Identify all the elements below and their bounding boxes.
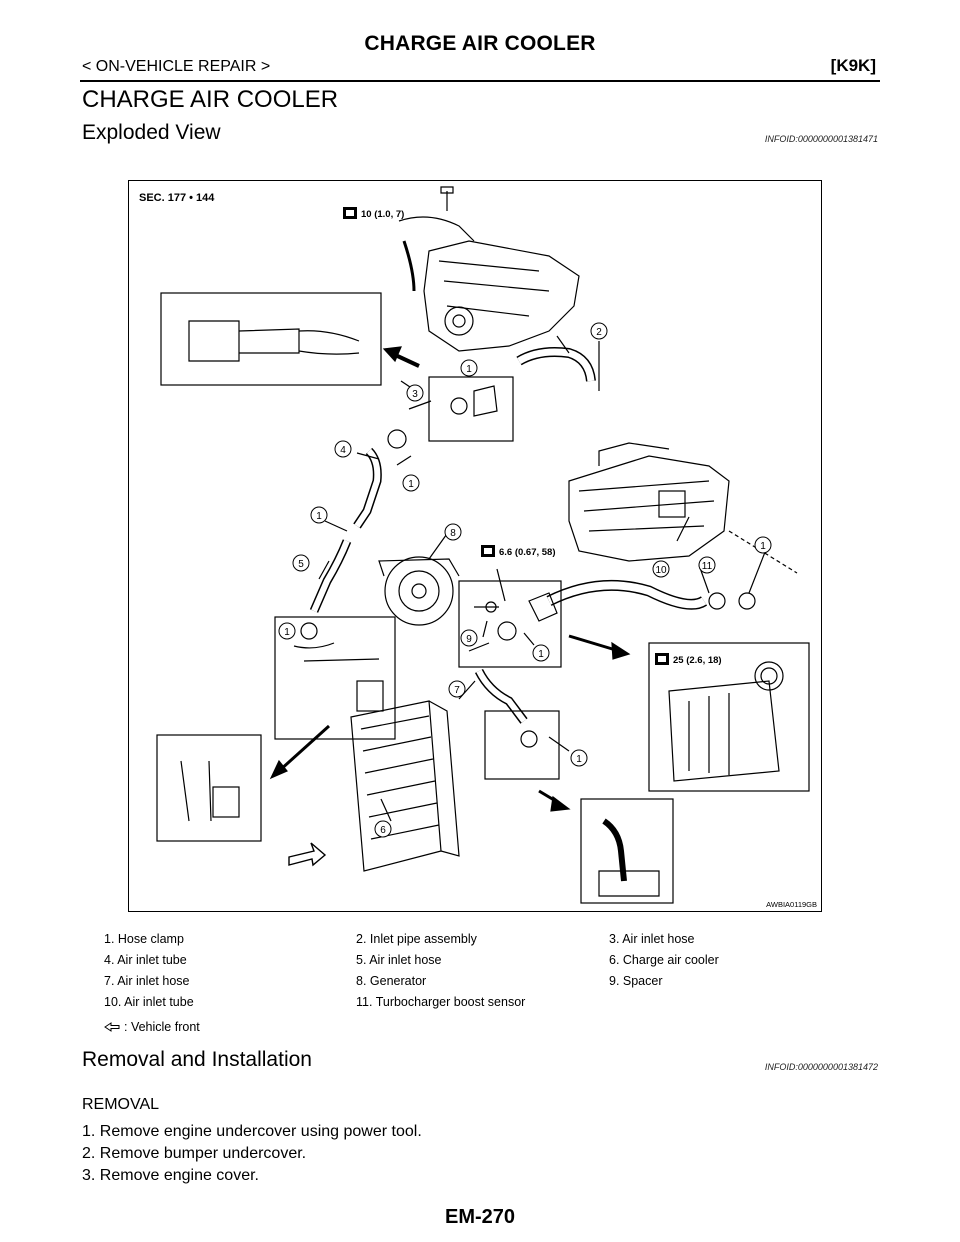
callout-1: 1 (316, 511, 322, 522)
breadcrumb: < ON-VEHICLE REPAIR > (82, 58, 271, 75)
vehicle-front-arrow-icon (104, 1022, 120, 1032)
removal-subheading: REMOVAL (82, 1096, 160, 1113)
callout-2: 2 (596, 327, 602, 338)
removal-info-id: INFOID:0000000001381472 (764, 1062, 878, 1072)
legend-item: 11. Turbocharger boost sensor (356, 995, 526, 1009)
legend-row: 4. Air inlet tube 5. Air inlet hose 6. C… (104, 953, 804, 974)
header-rule (80, 80, 880, 82)
parts-legend: 1. Hose clamp 2. Inlet pipe assembly 3. … (104, 932, 804, 1016)
sec-label: SEC. 177 • 144 (139, 192, 215, 204)
engine-code: [K9K] (830, 56, 876, 75)
page-number: EM-270 (444, 1206, 516, 1228)
legend-item: 5. Air inlet hose (356, 953, 442, 967)
removal-step-1: 1. Remove engine undercover using power … (82, 1123, 422, 1140)
legend-item: 6. Charge air cooler (609, 953, 719, 967)
exploded-view-drawing: 2 1 3 4 1 1 5 8 1 11 10 1 9 1 7 1 6 SEC.… (139, 186, 817, 909)
legend-item: 8. Generator (356, 974, 427, 988)
torque-label-3: 25 (2.6, 18) (673, 655, 722, 666)
removal-step-3: 3. Remove engine cover. (82, 1167, 259, 1184)
callout-3: 3 (412, 389, 418, 400)
vehicle-front-legend: : Vehicle front (104, 1020, 200, 1034)
callout-1: 1 (760, 541, 766, 552)
page-header-title: CHARGE AIR COOLER (364, 32, 596, 55)
callout-10: 10 (655, 565, 667, 576)
exploded-view-heading: Exploded View (82, 121, 221, 144)
callout-4: 4 (340, 445, 346, 456)
legend-row: 7. Air inlet hose 8. Generator 9. Spacer (104, 974, 804, 995)
callout-11: 11 (702, 561, 713, 572)
callout-1: 1 (538, 649, 544, 660)
callout-5: 5 (298, 559, 304, 570)
callout-1: 1 (284, 627, 290, 638)
section-title: CHARGE AIR COOLER (82, 86, 339, 113)
callout-9: 9 (466, 634, 472, 645)
legend-item: 2. Inlet pipe assembly (356, 932, 477, 946)
exploded-view-figure: 2 1 3 4 1 1 5 8 1 11 10 1 9 1 7 1 6 SEC.… (128, 180, 822, 912)
exploded-view-info-id: INFOID:0000000001381471 (764, 134, 878, 144)
callout-8: 8 (450, 528, 456, 539)
removal-step-2: 2. Remove bumper undercover. (82, 1145, 307, 1162)
callout-1: 1 (466, 364, 472, 375)
callout-1: 1 (576, 754, 582, 765)
torque-label-1: 10 (1.0, 7) (361, 209, 404, 220)
callout-7: 7 (454, 685, 460, 696)
removal-installation-heading: Removal and Installation (82, 1048, 312, 1071)
vehicle-front-label: : Vehicle front (124, 1020, 200, 1034)
legend-item: 3. Air inlet hose (609, 932, 695, 946)
callout-6: 6 (380, 825, 386, 836)
torque-label-2: 6.6 (0.67, 58) (499, 547, 556, 558)
legend-item: 1. Hose clamp (104, 932, 184, 946)
figure-image-id: AWBIA0119GB (766, 900, 817, 909)
legend-item: 4. Air inlet tube (104, 953, 187, 967)
legend-item: 9. Spacer (609, 974, 663, 988)
legend-item: 10. Air inlet tube (104, 995, 194, 1009)
torque-icon (343, 207, 669, 665)
legend-row: 10. Air inlet tube 11. Turbocharger boos… (104, 995, 804, 1016)
legend-row: 1. Hose clamp 2. Inlet pipe assembly 3. … (104, 932, 804, 953)
legend-item: 7. Air inlet hose (104, 974, 190, 988)
callout-1: 1 (408, 479, 414, 490)
